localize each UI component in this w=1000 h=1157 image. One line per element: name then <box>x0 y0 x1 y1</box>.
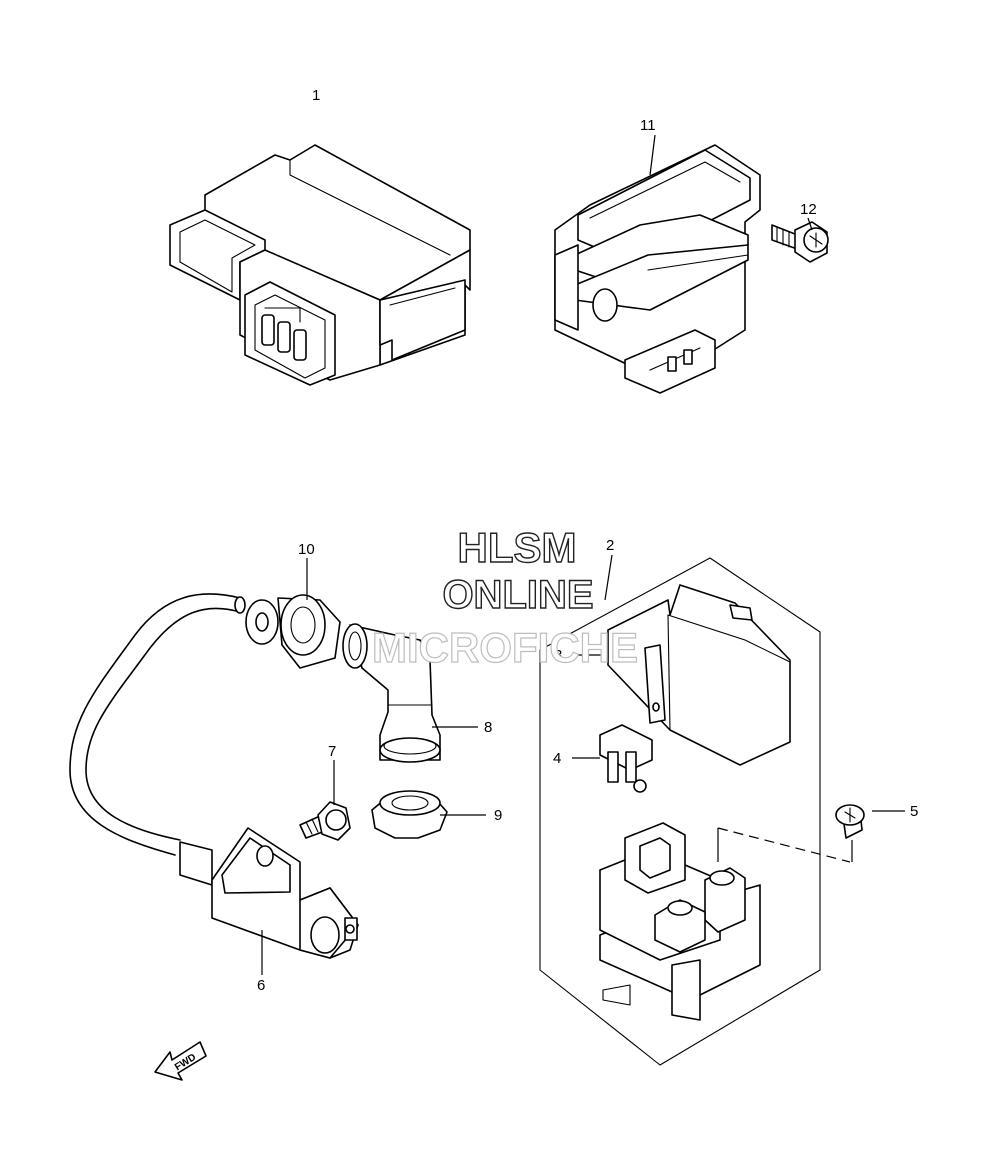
part-10-cap[interactable] <box>245 594 341 669</box>
relay-body <box>599 822 761 1021</box>
part-4-fuse <box>599 724 653 793</box>
part-11-regulator[interactable] <box>554 144 761 394</box>
leader-lines <box>261 134 905 975</box>
watermark-online: ONLINE <box>442 573 593 617</box>
part-6-ignition-coil-lead[interactable] <box>69 593 246 856</box>
part-9-seal[interactable] <box>371 790 448 839</box>
label-part-6: 6 <box>257 977 265 994</box>
part-7-bolt[interactable] <box>299 801 351 841</box>
fwd-arrow-icon <box>154 1041 207 1081</box>
watermark: HLSM ONLINE MICROFICHE <box>371 523 638 671</box>
part-5-bolt[interactable] <box>835 804 865 862</box>
label-part-4: 4 <box>553 750 561 767</box>
part-12-bolt[interactable] <box>771 221 829 263</box>
label-part-2: 2 <box>606 537 614 554</box>
label-part-11: 11 <box>640 117 656 134</box>
part-3-cover <box>607 584 791 766</box>
part-2-starter-relay-group[interactable] <box>539 557 851 1066</box>
part-6-ignition-coil[interactable] <box>179 827 359 959</box>
label-part-7: 7 <box>328 743 336 760</box>
watermark-microfiche: MICROFICHE <box>372 624 638 671</box>
part-8-plug-cap[interactable] <box>342 623 441 763</box>
watermark-hlsm: HLSM <box>458 524 577 571</box>
fwd-arrow: FWD <box>154 1041 207 1081</box>
part-1-cdi-unit[interactable] <box>169 144 471 386</box>
label-part-3: 3 <box>554 647 562 664</box>
label-part-5: 5 <box>910 803 918 820</box>
label-part-8: 8 <box>484 719 492 736</box>
part-labels: 1 11 12 2 10 3 8 7 4 5 9 6 <box>257 87 918 994</box>
label-part-10: 10 <box>298 541 315 558</box>
label-part-1: 1 <box>312 87 320 104</box>
label-part-12: 12 <box>800 201 817 218</box>
label-part-9: 9 <box>494 807 502 824</box>
